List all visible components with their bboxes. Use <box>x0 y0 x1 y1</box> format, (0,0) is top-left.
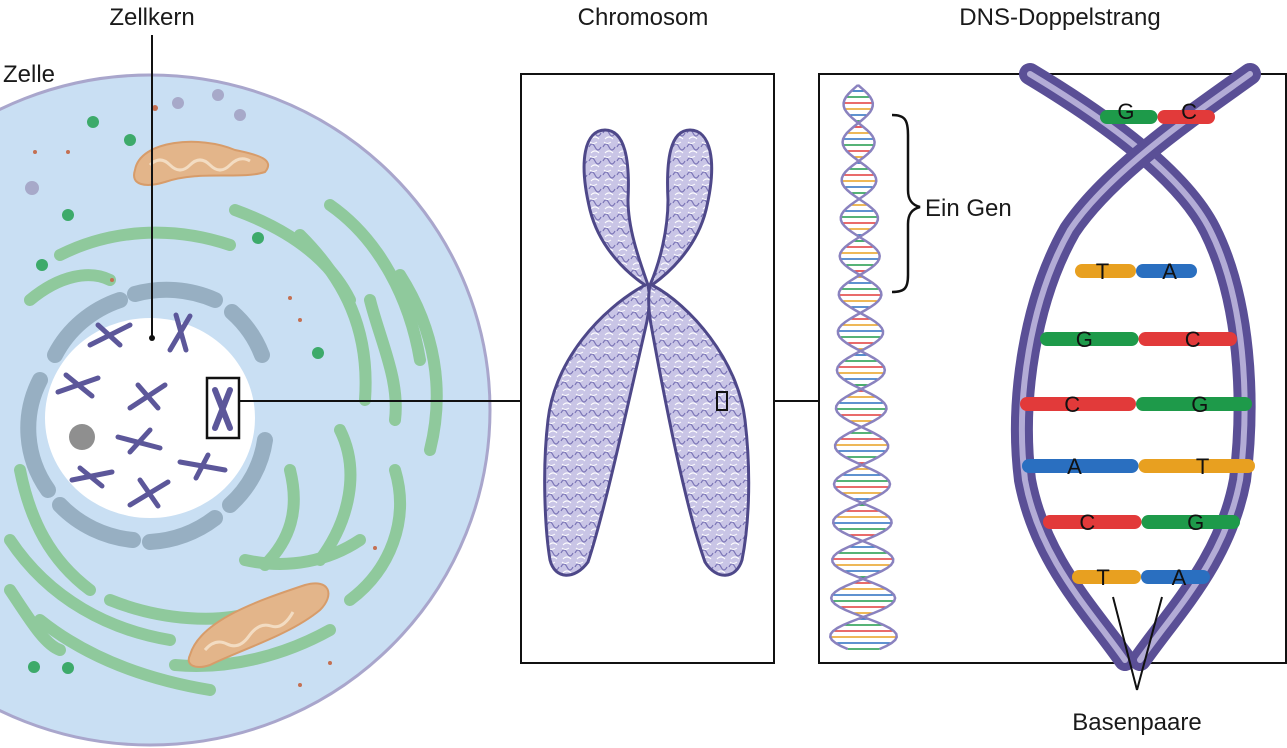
base-left-letter: G <box>1117 99 1134 124</box>
base-left-letter: G <box>1076 327 1093 352</box>
base-right <box>1157 110 1215 124</box>
small-helix-strand-a <box>829 84 898 651</box>
small-helix-strand-b <box>829 84 897 651</box>
chromosome-right-arm <box>647 128 751 577</box>
cytoplasm-particles <box>25 89 377 687</box>
selected-chromosome <box>212 387 233 431</box>
chromosome <box>543 128 751 577</box>
label-chromosom: Chromosom <box>578 4 709 31</box>
cell <box>0 73 492 747</box>
nuclear-envelope <box>20 281 273 550</box>
label-zelle: Zelle <box>3 61 55 88</box>
basenpaare-pointer-right <box>1136 596 1163 691</box>
basenpaare-pointer-left <box>1112 596 1138 691</box>
nucleus-chromosomes <box>55 312 228 509</box>
base-left-letter: C <box>1064 392 1080 417</box>
base-left-letter: T <box>1096 565 1109 590</box>
base-left-letter: A <box>1067 454 1082 479</box>
base-right-letter: G <box>1187 510 1204 535</box>
label-dns-doppelstrang: DNS-Doppelstrang <box>959 4 1160 31</box>
base-left-letter: T <box>1096 259 1109 284</box>
nucleolus <box>69 424 95 450</box>
label-ein-gen: Ein Gen <box>925 195 1012 222</box>
dna-highlight-box <box>716 391 728 411</box>
base-right <box>1136 264 1197 278</box>
base-left <box>1100 110 1158 124</box>
base-left <box>1072 570 1141 584</box>
base-right-letter: A <box>1172 565 1187 590</box>
base-left <box>1075 264 1136 278</box>
base-right <box>1136 397 1252 411</box>
base-right <box>1141 570 1210 584</box>
small-dna-helix <box>829 84 898 651</box>
base-left <box>1040 332 1139 346</box>
zellkern-pointer-dot <box>149 335 155 341</box>
chromosome-left-arm <box>543 128 651 577</box>
base-left-letter: C <box>1079 510 1095 535</box>
base-left <box>1020 397 1136 411</box>
chromosome-highlight-box <box>205 376 241 440</box>
base-left <box>1043 515 1142 529</box>
label-zellkern: Zellkern <box>109 4 194 31</box>
mitochondria <box>133 140 330 668</box>
base-left <box>1022 459 1139 473</box>
base-right <box>1138 332 1237 346</box>
base-right-letter: T <box>1196 454 1209 479</box>
label-basenpaare: Basenpaare <box>1072 709 1201 736</box>
base-right <box>1138 459 1255 473</box>
base-right-letter: C <box>1181 99 1197 124</box>
gene-brace <box>891 113 921 294</box>
base-right <box>1141 515 1240 529</box>
base-right-letter: A <box>1162 259 1177 284</box>
base-right-letter: G <box>1191 392 1208 417</box>
base-right-letter: C <box>1185 327 1201 352</box>
